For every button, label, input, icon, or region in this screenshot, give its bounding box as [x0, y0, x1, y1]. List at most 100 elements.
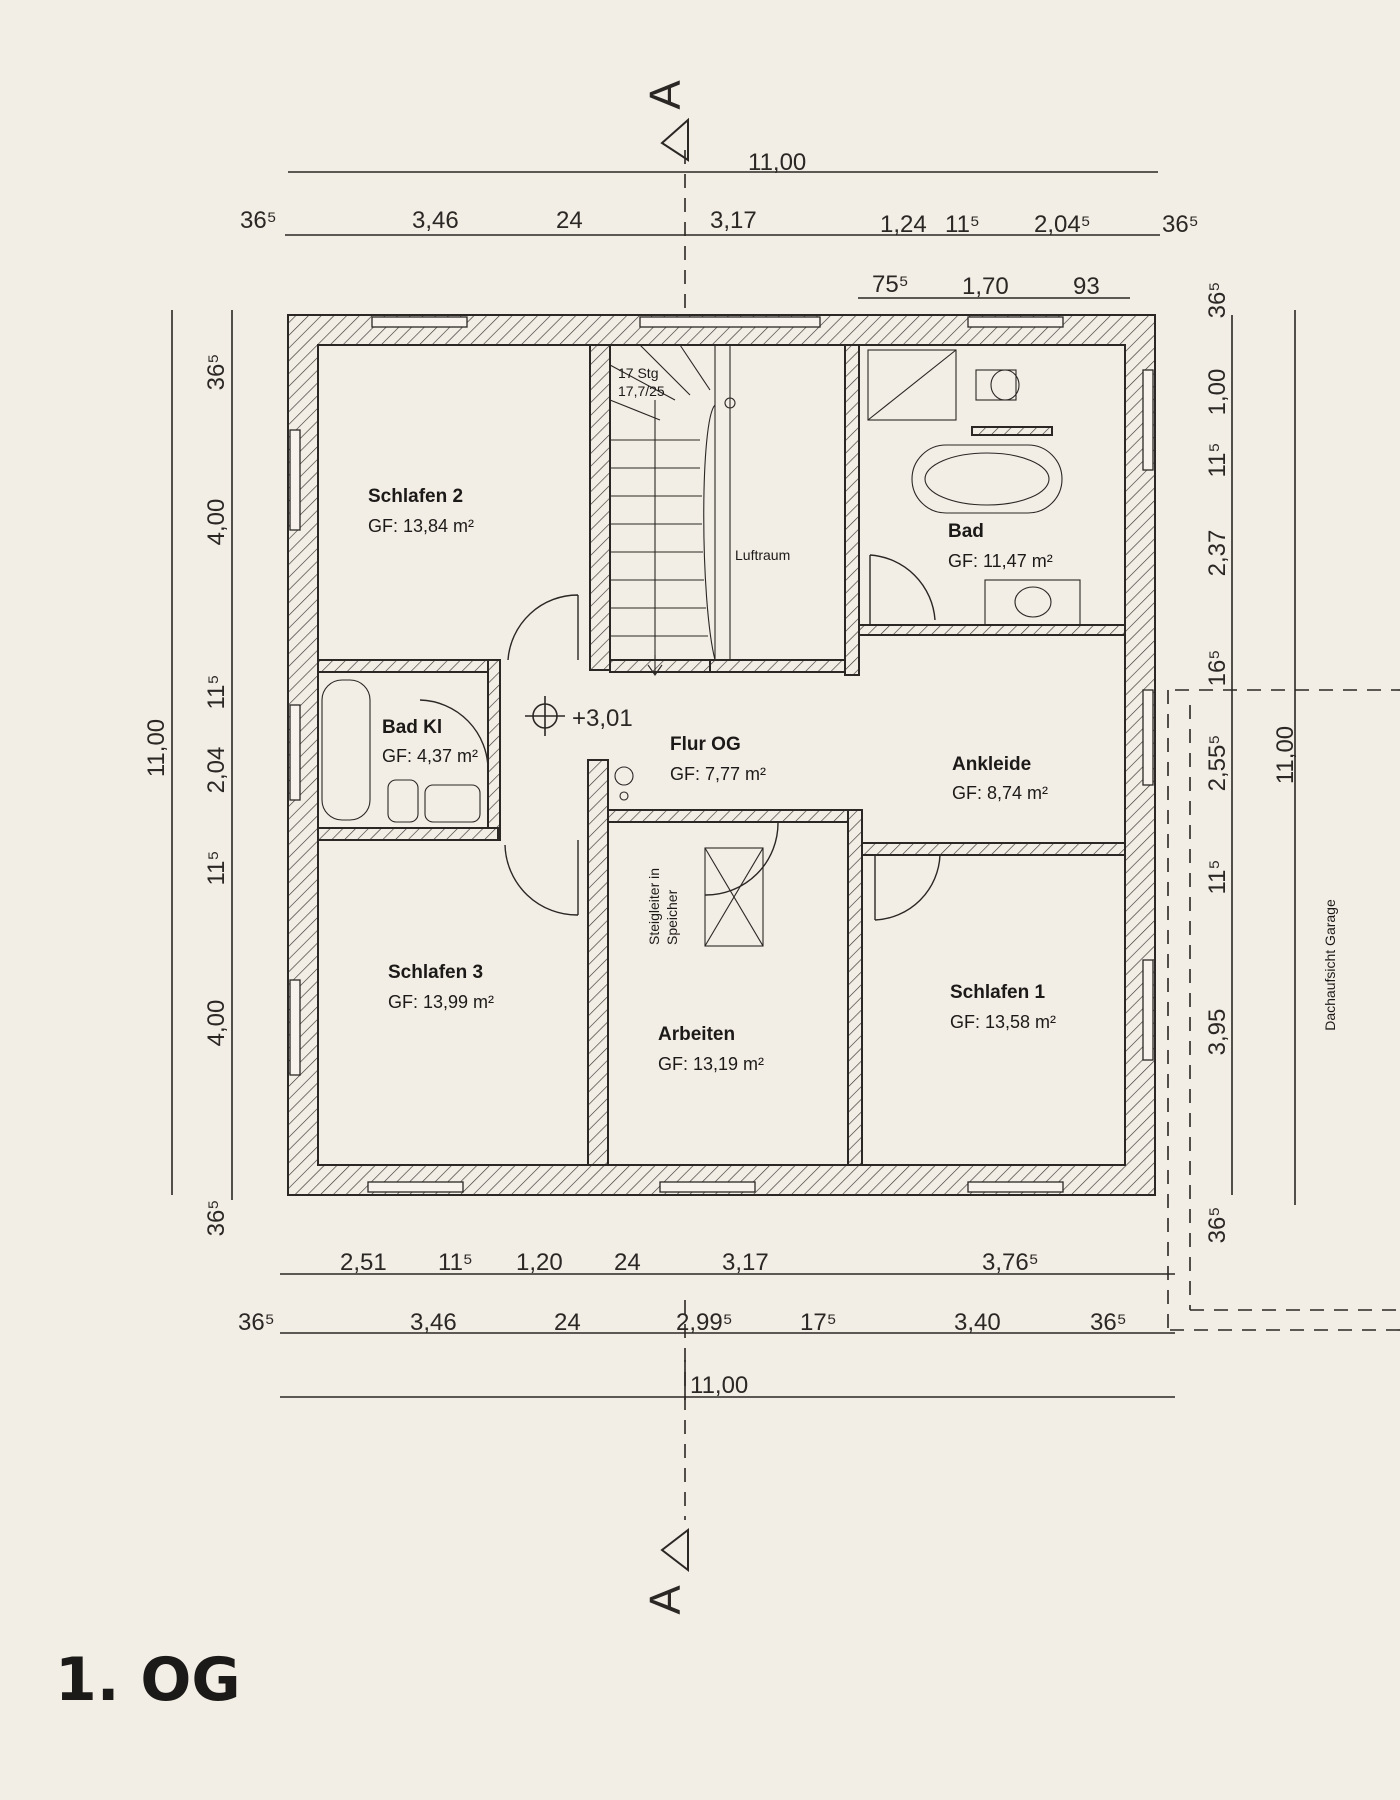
attic-ladder	[704, 847, 764, 947]
sink-bad	[984, 579, 1081, 626]
window-right-3	[1142, 959, 1154, 1061]
dim-top-1: 3,46	[412, 207, 459, 234]
dim-left-2: 11⁵	[203, 675, 230, 710]
dim-right-0: 36⁵	[1204, 282, 1231, 319]
toilet-bad	[975, 369, 1017, 401]
dim-right-8: 36⁵	[1204, 1207, 1231, 1244]
section-line: A A	[641, 80, 690, 1615]
dim-top-5: 11⁵	[945, 211, 980, 238]
dim-top-2: 24	[556, 207, 583, 234]
room-name-flur-og: Flur OG	[670, 734, 741, 755]
room-name-bad: Bad	[948, 521, 984, 542]
door-schlafen-2	[507, 594, 579, 661]
dim-top-4: 1,24	[880, 211, 927, 238]
window-right-2	[1142, 689, 1154, 786]
dim-left-0: 36⁵	[203, 354, 230, 391]
dim-top-total: 11,00	[748, 149, 806, 176]
dim-left-4: 11⁵	[203, 851, 230, 886]
window-bottom-2	[659, 1181, 756, 1193]
dimension-lines	[171, 171, 1296, 1400]
dim-bath-1: 1,70	[962, 273, 1009, 300]
door-schlafen-1	[874, 854, 941, 921]
dim-bottom2-4: 17⁵	[800, 1309, 837, 1336]
dim-bottom1-5: 3,76⁵	[982, 1249, 1039, 1276]
room-area-schlafen-3: GF: 13,99 m²	[388, 992, 494, 1012]
dim-top-7: 36⁵	[1162, 211, 1199, 238]
dim-bottom2-2: 24	[554, 1309, 581, 1336]
dim-right-7: 3,95	[1204, 1009, 1231, 1056]
room-area-ankleide: GF: 8,74 m²	[952, 783, 1048, 803]
dim-bottom1-0: 2,51	[340, 1249, 387, 1276]
dim-bottom1-4: 3,17	[722, 1249, 769, 1276]
staircase: 17 Stg 17,7/25	[609, 344, 846, 676]
garage-label: Dachaufsicht Garage	[1322, 899, 1338, 1031]
room-name-ankleide: Ankleide	[952, 754, 1031, 775]
dim-bottom2-1: 3,46	[410, 1309, 457, 1336]
dim-top-3: 3,17	[710, 207, 757, 234]
dim-right-5: 2,55⁵	[1204, 735, 1231, 792]
section-label-bottom: A	[641, 1585, 690, 1615]
room-area-schlafen-1: GF: 13,58 m²	[950, 1012, 1056, 1032]
dim-bottom2-0: 36⁵	[238, 1309, 275, 1336]
door-bad-kl	[419, 699, 489, 771]
ladder-label-2: Speicher	[664, 889, 680, 945]
section-label-top: A	[641, 80, 690, 110]
window-top-2	[639, 316, 821, 328]
window-top-3	[967, 316, 1064, 328]
dimension-texts: 11,00 36⁵ 3,46 24 3,17 1,24 11⁵ 2,04⁵ 36…	[143, 149, 1299, 1399]
garage-outline: Dachaufsicht Garage	[1167, 689, 1400, 1331]
dim-left-6: 36⁵	[203, 1200, 230, 1237]
room-name-schlafen-3: Schlafen 3	[388, 962, 483, 983]
dim-right-total: 11,00	[1272, 726, 1299, 784]
door-bad	[869, 554, 936, 625]
window-top-1	[371, 316, 468, 328]
dim-bottom2-3: 2,99⁵	[676, 1309, 733, 1336]
bathtub	[911, 444, 1063, 514]
dim-top-6: 2,04⁵	[1034, 211, 1091, 238]
dim-bottom1-2: 1,20	[516, 1249, 563, 1276]
dim-right-3: 2,37	[1204, 530, 1231, 577]
room-name-schlafen-2: Schlafen 2	[368, 486, 463, 507]
window-left-3	[289, 979, 301, 1076]
room-name-bad-kl: Bad Kl	[382, 717, 442, 738]
dim-left-5: 4,00	[203, 1000, 230, 1047]
room-area-bad: GF: 11,47 m²	[948, 551, 1053, 571]
level-value: +3,01	[572, 705, 633, 732]
dim-bottom2-5: 3,40	[954, 1309, 1001, 1336]
window-bottom-1	[367, 1181, 464, 1193]
window-left-2	[289, 704, 301, 801]
dim-right-2: 11⁵	[1204, 443, 1231, 478]
dim-right-1: 1,00	[1204, 369, 1231, 416]
dim-right-4: 16⁵	[1204, 650, 1231, 687]
window-right-1	[1142, 369, 1154, 471]
dim-right-6: 11⁵	[1204, 860, 1231, 895]
stairs-ratio: 17,7/25	[618, 383, 665, 399]
dim-bottom2-6: 36⁵	[1090, 1309, 1127, 1336]
windows	[289, 316, 1154, 1193]
door-schlafen-3	[504, 840, 579, 916]
stairs-count: 17 Stg	[618, 365, 658, 381]
shower	[867, 349, 957, 421]
bathtub-bad-kl	[321, 679, 371, 821]
room-name-arbeiten: Arbeiten	[658, 1024, 735, 1045]
doors	[419, 554, 941, 921]
dim-bottom1-1: 11⁵	[438, 1249, 473, 1276]
window-left-1	[289, 429, 301, 531]
room-name-schlafen-1: Schlafen 1	[950, 982, 1045, 1003]
dim-bath-2: 93	[1073, 273, 1100, 300]
room-area-schlafen-2: GF: 13,84 m²	[368, 516, 474, 536]
window-bottom-3	[967, 1181, 1064, 1193]
room-labels: Schlafen 2 GF: 13,84 m² Luftraum Bad GF:…	[368, 486, 1056, 1074]
toilet-bad-kl	[387, 779, 419, 823]
room-name-luftraum: Luftraum	[735, 547, 790, 563]
bathroom-fixtures	[321, 349, 1081, 947]
dim-top-0: 36⁵	[240, 207, 277, 234]
dim-bottom-total: 11,00	[690, 1372, 748, 1399]
door-arbeiten	[704, 821, 779, 896]
floor-title: 1. OG	[55, 1645, 241, 1715]
room-area-flur-og: GF: 7,77 m²	[670, 764, 766, 784]
dim-left-3: 2,04	[203, 747, 230, 794]
chimney	[614, 766, 634, 786]
dim-left-total: 11,00	[143, 719, 170, 777]
